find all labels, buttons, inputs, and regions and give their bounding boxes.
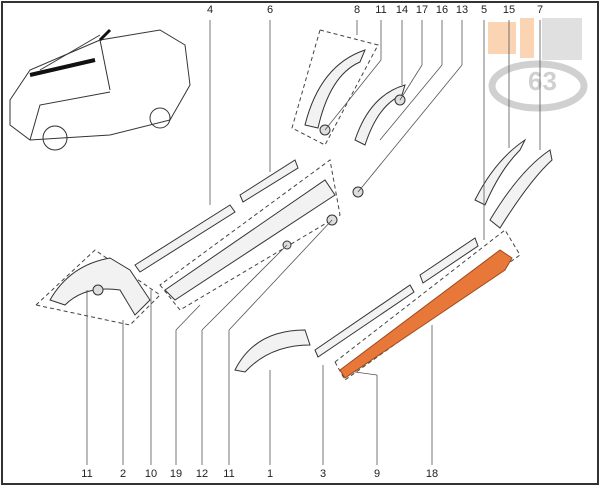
part-9 — [339, 249, 513, 379]
callout-label: 11 — [223, 468, 235, 480]
callout-label: 3 — [319, 468, 327, 480]
callout-label: 14 — [395, 4, 409, 16]
watermark-logo — [478, 4, 596, 114]
callout-label: 1 — [266, 468, 274, 480]
callout-label: 11 — [81, 468, 93, 480]
callout-label: 5 — [480, 4, 488, 16]
part-14 — [354, 84, 406, 146]
part-19 — [164, 179, 336, 301]
part-7 — [489, 149, 553, 229]
callout-label: 6 — [266, 4, 274, 16]
part-6 — [239, 159, 299, 203]
callout-label: 16 — [435, 4, 449, 16]
callout-label: 7 — [536, 4, 544, 16]
callout-label: 10 — [144, 468, 158, 480]
callout-label: 12 — [195, 468, 209, 480]
part-1 — [234, 329, 311, 373]
callout-label: 19 — [169, 468, 183, 480]
logo-number: 63 — [528, 66, 557, 96]
part-8 — [304, 49, 366, 129]
callout-label: 9 — [373, 468, 381, 480]
part-3 — [314, 284, 415, 358]
part-15 — [474, 138, 527, 206]
car-thumbnail — [9, 28, 191, 151]
callout-label: 4 — [206, 4, 214, 16]
callout-label: 13 — [455, 4, 469, 16]
callout-label: 2 — [119, 468, 127, 480]
callout-label: 8 — [353, 4, 361, 16]
callout-label: 15 — [502, 4, 516, 16]
part-4 — [134, 204, 236, 273]
callout-label: 11 — [375, 4, 387, 16]
callout-label: 18 — [425, 468, 439, 480]
part-5 — [419, 237, 479, 284]
callout-label: 17 — [415, 4, 429, 16]
